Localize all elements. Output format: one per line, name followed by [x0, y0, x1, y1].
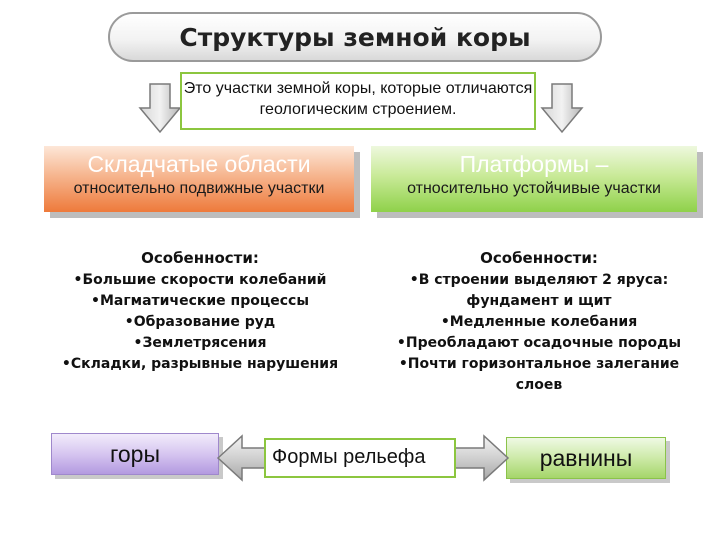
left-down-arrow-icon	[138, 83, 182, 134]
platforms-subtitle: относительно устойчивые участки	[407, 180, 661, 197]
feature-item: •Землетрясения	[133, 335, 267, 351]
fold-areas-features-heading: Особенности:	[141, 249, 259, 267]
definition-box: Это участки земной коры, которые отличаю…	[180, 72, 536, 130]
relief-forms-label: Формы рельефа	[272, 446, 426, 468]
right-down-arrow-icon	[540, 83, 584, 134]
platforms-box: Платформы – относительно устойчивые учас…	[371, 146, 697, 212]
relief-forms-box: Формы рельефа	[264, 438, 456, 478]
fold-areas-subtitle: относительно подвижные участки	[73, 180, 325, 197]
definition-text: Это участки земной коры, которые отличаю…	[183, 80, 533, 118]
plains-box: равнины	[506, 437, 666, 479]
feature-item: •Преобладают осадочные породы	[396, 335, 682, 351]
platforms-features-heading: Особенности:	[480, 249, 598, 267]
mountains-label: горы	[110, 440, 160, 467]
feature-item: •Магматические процессы	[91, 293, 309, 309]
feature-item: •В строении выделяют 2 яруса: фундамент …	[409, 272, 669, 309]
feature-item: •Почти горизонтальное залегание слоев	[398, 356, 680, 393]
feature-item: •Большие скорости колебаний	[73, 272, 327, 288]
mountains-box: горы	[51, 433, 219, 475]
platforms-features: Особенности: •В строении выделяют 2 ярус…	[376, 248, 702, 396]
fold-areas-title: Складчатые области	[87, 151, 311, 177]
plains-label: равнины	[539, 444, 633, 471]
fold-areas-box: Складчатые области относительно подвижны…	[44, 146, 354, 212]
feature-item: •Складки, разрывные нарушения	[61, 356, 339, 372]
fold-areas-features: Особенности: •Большие скорости колебаний…	[50, 248, 350, 375]
feature-item: •Образование руд	[124, 314, 276, 330]
diagram-title: Структуры земной коры	[108, 12, 602, 62]
feature-item: •Медленные колебания	[440, 314, 638, 330]
platforms-title: Платформы –	[459, 151, 609, 177]
